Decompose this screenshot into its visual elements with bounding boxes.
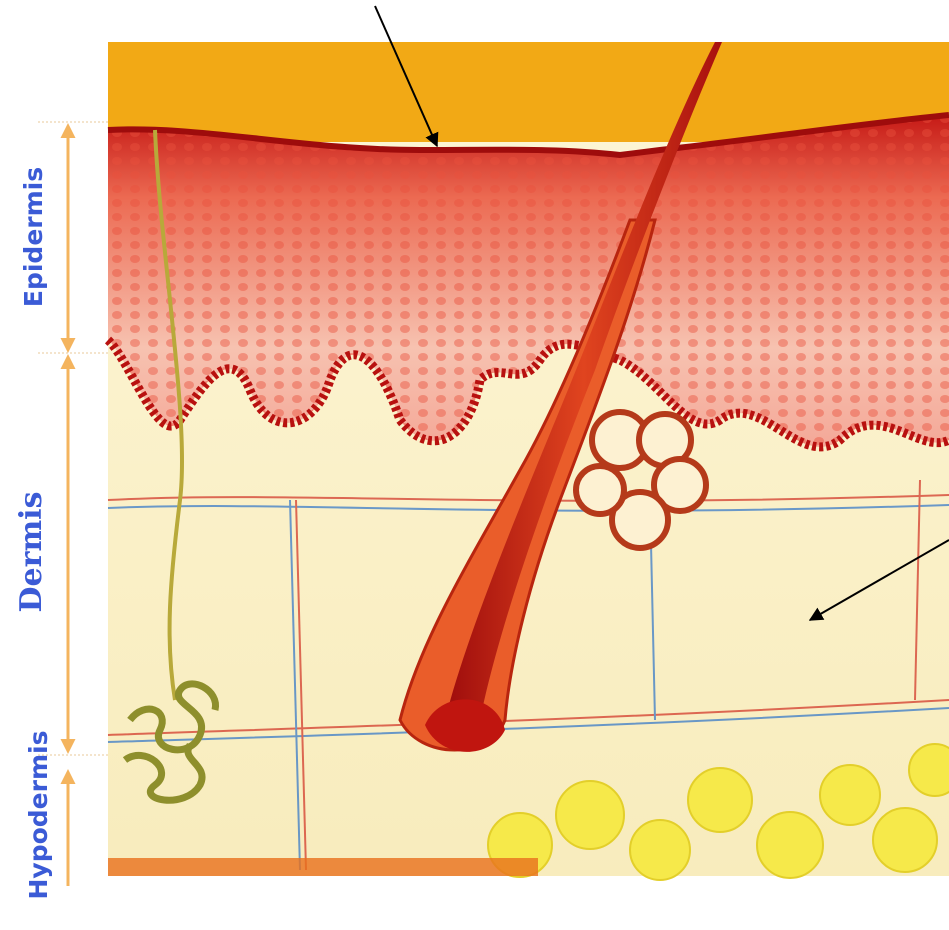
skin-illustration xyxy=(108,42,949,880)
dermis-label: Dermis xyxy=(12,477,52,627)
epidermis-label: Epidermis xyxy=(17,142,51,332)
bottom-vessel xyxy=(108,858,538,876)
hypodermis-label: Hypodermis xyxy=(22,700,56,930)
